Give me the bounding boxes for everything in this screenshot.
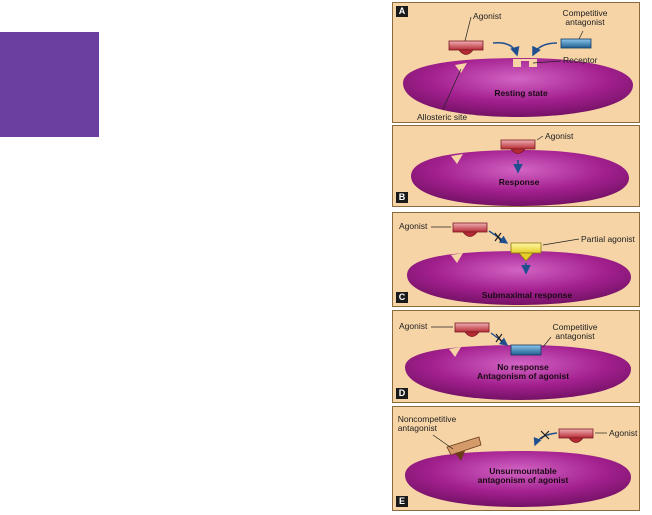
partial-agonist-molecule: [510, 242, 542, 262]
receptor-notch: [523, 443, 543, 451]
panel-c: Agonist Partial agonist Submaximal respo…: [392, 212, 640, 307]
label-competitive-antagonist-a: Competitive antagonist: [562, 8, 608, 27]
panel-a: A Agonist Competitive antagonist Recepto…: [392, 2, 640, 123]
cell-body: [405, 451, 631, 507]
state-label-a: Resting state: [494, 88, 548, 98]
state-label-c: Submaximal response: [481, 290, 573, 300]
panel-letter-b: B: [396, 192, 408, 203]
purple-block: [0, 32, 99, 137]
cell-body: [405, 345, 631, 400]
cell-body: [407, 251, 631, 305]
panel-e: Noncompetitive antagonist Agonist Unsurm…: [392, 406, 640, 511]
panel-letter-c: C: [396, 292, 408, 303]
label-partial-agonist-c: Partial agonist: [581, 234, 635, 244]
panel-letter-a: A: [396, 6, 408, 17]
state-label-e: Unsurmountable antagonism of agonist: [477, 466, 569, 485]
label-agonist-e: Agonist: [609, 428, 638, 438]
label-allosteric-site-a: Allosteric site: [417, 112, 468, 122]
panel-d: Agonist Competitive antagonist No respon…: [392, 310, 640, 403]
panel-letter-d: D: [396, 388, 408, 399]
allosteric-notch: [455, 63, 467, 73]
label-competitive-antagonist-d: Competitive antagonist: [552, 322, 598, 341]
label-receptor-a: Receptor: [563, 55, 598, 65]
label-agonist-d: Agonist: [399, 321, 428, 331]
panel-b: Agonist Response B: [392, 125, 640, 207]
blocked-arrow: [490, 332, 509, 346]
arrow-antagonist: [532, 42, 558, 57]
allosteric-notch: [451, 154, 463, 164]
receptor-figure: A Agonist Competitive antagonist Recepto…: [389, 0, 644, 515]
cell-body: [411, 150, 629, 206]
panel-letter-e: E: [396, 496, 408, 507]
label-agonist-a: Agonist: [473, 11, 502, 21]
agonist-molecule: [500, 139, 536, 154]
noncompetitive-antagonist-molecule: [446, 436, 482, 461]
competitive-antagonist-molecule: [510, 344, 542, 356]
cell-body: [403, 58, 633, 117]
label-agonist-c: Agonist: [399, 221, 428, 231]
agonist-molecule: [454, 322, 490, 337]
state-label-d: No response Antagonism of agonist: [476, 362, 570, 381]
receptor-notch: [513, 59, 537, 67]
agonist-molecule: [452, 222, 488, 237]
allosteric-notch: [449, 347, 461, 357]
agonist-molecule: [558, 428, 594, 443]
label-agonist-b: Agonist: [545, 131, 574, 141]
label-noncompetitive-antagonist-e: Noncompetitive antagonist: [397, 414, 457, 433]
competitive-antagonist-molecule: [560, 38, 592, 49]
allosteric-notch: [451, 253, 463, 263]
state-label-b: Response: [498, 177, 540, 187]
arrow-agonist: [492, 41, 520, 57]
agonist-molecule: [448, 40, 484, 55]
